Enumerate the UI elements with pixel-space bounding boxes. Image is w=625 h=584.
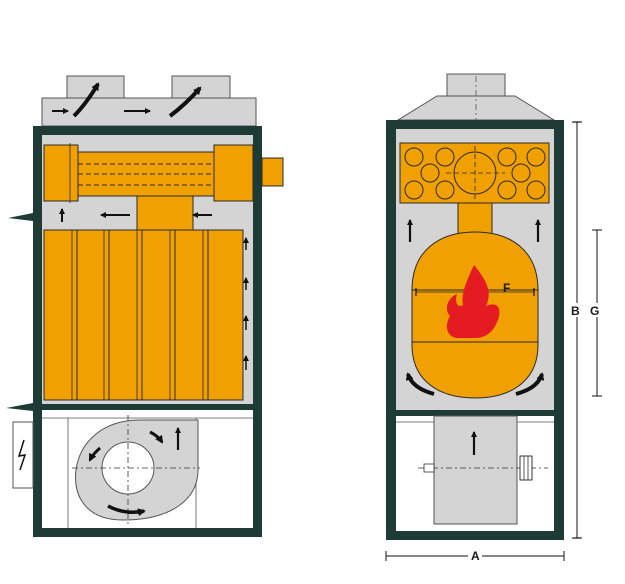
motor-pulley	[519, 455, 533, 481]
dimension-label-g: G	[590, 304, 599, 318]
airflow-arrow-icon	[149, 430, 164, 444]
side-upper-exchanger	[43, 143, 284, 231]
mounting-bracket	[6, 403, 33, 411]
airflow-arrow-icon	[515, 372, 545, 396]
electrical-box	[12, 421, 34, 489]
front-tube-bundle	[399, 142, 550, 236]
flame-width-label: F	[503, 281, 510, 295]
airflow-arrow-icon	[107, 504, 146, 517]
blower-housing	[433, 415, 518, 525]
mounting-bracket	[8, 213, 33, 221]
side-outlet-hood	[41, 75, 257, 127]
airflow-arrow-icon	[405, 372, 435, 396]
front-outlet-hood	[396, 73, 556, 121]
front-fan-compartment	[396, 415, 554, 531]
airflow-arrow-icon	[168, 86, 202, 118]
front-view: F B G A	[385, 73, 602, 563]
flame-icon	[446, 265, 500, 338]
front-combustion-chamber	[405, 231, 545, 399]
airflow-arrow-icon	[72, 82, 100, 118]
lightning-icon	[17, 439, 27, 471]
side-combustion-chamber	[43, 229, 249, 401]
airflow-arrow-icon	[88, 446, 101, 462]
dimension-label-b: B	[571, 304, 580, 318]
dimension-label-a: A	[471, 549, 480, 563]
side-view	[6, 75, 284, 537]
side-fan-compartment	[42, 410, 253, 528]
